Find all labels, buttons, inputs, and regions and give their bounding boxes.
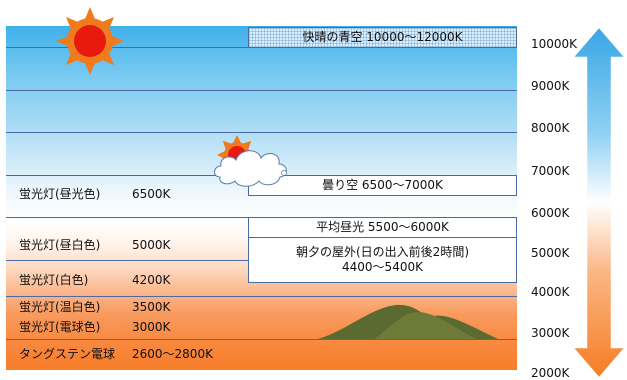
source-label: タングステン電球 <box>19 347 116 361</box>
scale-tick: 8000K <box>531 121 570 135</box>
temperature-gradient-panel <box>6 26 517 370</box>
source-label: 蛍光灯(温白色) <box>19 300 101 314</box>
source-value: 2600～2800K <box>132 347 213 361</box>
average-daylight-label: 平均昼光 5500～6000K <box>316 220 449 234</box>
source-value: 3000K <box>132 320 171 334</box>
scale-tick: 10000K <box>531 37 578 51</box>
band-line <box>6 132 517 133</box>
sunrise-sunset-box: 朝夕の屋外(日の出入前後2時間) 4400～5400K <box>248 237 517 283</box>
source-label: 蛍光灯(昼白色) <box>19 238 101 252</box>
clear-sky-label: 快晴の青空 10000～12000K <box>302 30 463 44</box>
source-value: 4200K <box>132 273 171 287</box>
double-arrow-icon <box>573 27 625 378</box>
cloudy-sky-box: 曇り空 6500～7000K <box>248 175 517 196</box>
band-line <box>6 339 517 340</box>
scale-tick: 6000K <box>531 206 570 220</box>
scale-tick: 3000K <box>531 326 570 340</box>
scale-tick: 2000K <box>531 366 570 380</box>
sunset-mountain-icon <box>318 304 498 339</box>
scale-tick: 9000K <box>531 79 570 93</box>
source-value: 5000K <box>132 238 171 252</box>
source-value: 6500K <box>132 187 171 201</box>
band-line <box>6 296 517 297</box>
source-value: 3500K <box>132 300 171 314</box>
source-label: 蛍光灯(電球色) <box>19 320 101 334</box>
sun-icon <box>56 7 124 75</box>
sunrise-sunset-range: 4400～5400K <box>342 260 423 274</box>
average-daylight-box: 平均昼光 5500～6000K <box>248 217 517 238</box>
sun-behind-cloud-icon <box>214 135 287 187</box>
sunrise-sunset-label: 朝夕の屋外(日の出入前後2時間) <box>296 245 469 259</box>
clear-sky-box: 快晴の青空 10000～12000K <box>248 27 517 48</box>
scale-tick: 5000K <box>531 246 570 260</box>
scale-tick: 7000K <box>531 164 570 178</box>
band-line <box>6 90 517 91</box>
scale-tick: 4000K <box>531 285 570 299</box>
source-label: 蛍光灯(昼光色) <box>19 187 101 201</box>
cloudy-sky-label: 曇り空 6500～7000K <box>322 178 443 192</box>
source-label: 蛍光灯(白色) <box>19 273 89 287</box>
